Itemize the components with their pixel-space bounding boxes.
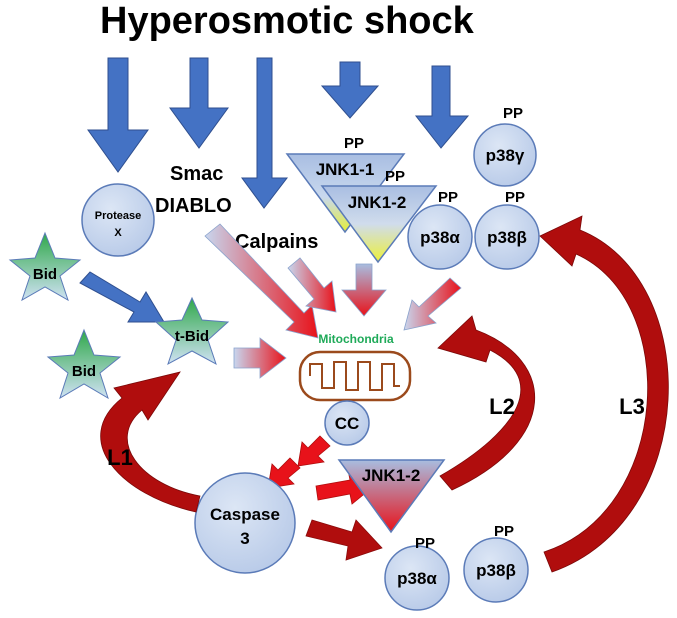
fade-arrow-calpains-to-mito bbox=[287, 257, 337, 313]
bid-star-bottom bbox=[46, 328, 122, 400]
jnk12-bottom-triangle bbox=[337, 459, 446, 534]
bid-star-top bbox=[8, 231, 82, 302]
pp-p38a-bottom-label: PP bbox=[415, 535, 435, 552]
bid-bottom-label: Bid bbox=[72, 363, 96, 380]
cc-node bbox=[324, 400, 370, 446]
loop-l1-arrow bbox=[100, 371, 201, 513]
p38a-top-node bbox=[407, 204, 473, 270]
blue-arrow-to-jnk bbox=[320, 61, 380, 119]
p38b-top-label: p38β bbox=[487, 228, 527, 247]
caspase-label: Caspase bbox=[210, 505, 280, 524]
p38b-top-node bbox=[474, 204, 540, 270]
loop-l2-arrow bbox=[437, 315, 536, 491]
pp-p38g-label: PP bbox=[503, 105, 523, 122]
cc-label: CC bbox=[335, 414, 360, 433]
pp-p38b-top-label: PP bbox=[505, 189, 525, 206]
p38g-node bbox=[473, 123, 537, 187]
title: Hyperosmotic shock bbox=[100, 0, 475, 42]
blue-arrow-to-protease bbox=[87, 57, 149, 173]
protease-x-label: X bbox=[114, 227, 122, 239]
fade-arrow-p38-to-mito bbox=[403, 277, 462, 331]
protease-label: Protease bbox=[95, 210, 141, 222]
caspase3-node bbox=[194, 472, 296, 574]
blue-arrow-bid-to-tbid bbox=[79, 271, 165, 323]
pp-p38a-top-label: PP bbox=[438, 189, 458, 206]
tbid-star bbox=[154, 296, 230, 366]
bid-top-label: Bid bbox=[33, 266, 57, 283]
caspase-number-label: 3 bbox=[240, 529, 249, 548]
red-arrow-cc-1 bbox=[297, 435, 331, 467]
mitochondria-cristae bbox=[309, 361, 400, 391]
fade-arrow-tbid-to-mito bbox=[233, 337, 287, 379]
mitochondria-label: Mitochondria bbox=[318, 332, 394, 346]
loop-l3-arrow bbox=[539, 215, 669, 573]
tbid-label: t-Bid bbox=[175, 328, 209, 345]
jnk11-label: JNK1-1 bbox=[316, 160, 375, 179]
blue-arrow-to-smac bbox=[169, 57, 229, 149]
pp-p38b-bottom-label: PP bbox=[494, 523, 514, 540]
jnk12-top-label: JNK1-2 bbox=[348, 193, 407, 212]
pp-jnk12-label: PP bbox=[385, 168, 405, 185]
p38b-bottom-label: p38β bbox=[476, 561, 516, 580]
jnk12-top-triangle bbox=[320, 185, 438, 264]
p38a-bottom-node bbox=[384, 545, 450, 611]
loop-l1-label: L1 bbox=[107, 445, 133, 470]
protease-x-node bbox=[81, 183, 155, 257]
jnk12-bottom-label: JNK1-2 bbox=[362, 466, 421, 485]
p38b-bottom-node bbox=[463, 537, 529, 603]
red-arrow-cc-2 bbox=[267, 457, 301, 489]
p38g-label: p38γ bbox=[486, 146, 525, 165]
fade-arrow-jnk-to-mito bbox=[341, 263, 387, 317]
loop-l3-label: L3 bbox=[619, 394, 645, 419]
p38a-top-label: p38α bbox=[420, 228, 460, 247]
blue-arrow-to-p38 bbox=[414, 65, 470, 149]
blue-arrow-to-calpains bbox=[241, 57, 289, 209]
fade-arrow-smac-to-mito bbox=[204, 223, 319, 339]
calpains-label: Calpains bbox=[235, 231, 318, 253]
p38a-bottom-label: p38α bbox=[397, 569, 437, 588]
red-arrow-caspase-to-p38 bbox=[305, 519, 383, 561]
pp-jnk11-label: PP bbox=[344, 135, 364, 152]
loop-l2-label: L2 bbox=[489, 394, 515, 419]
diablo-label: DIABLO bbox=[155, 195, 232, 217]
smac-label: Smac bbox=[170, 163, 223, 185]
